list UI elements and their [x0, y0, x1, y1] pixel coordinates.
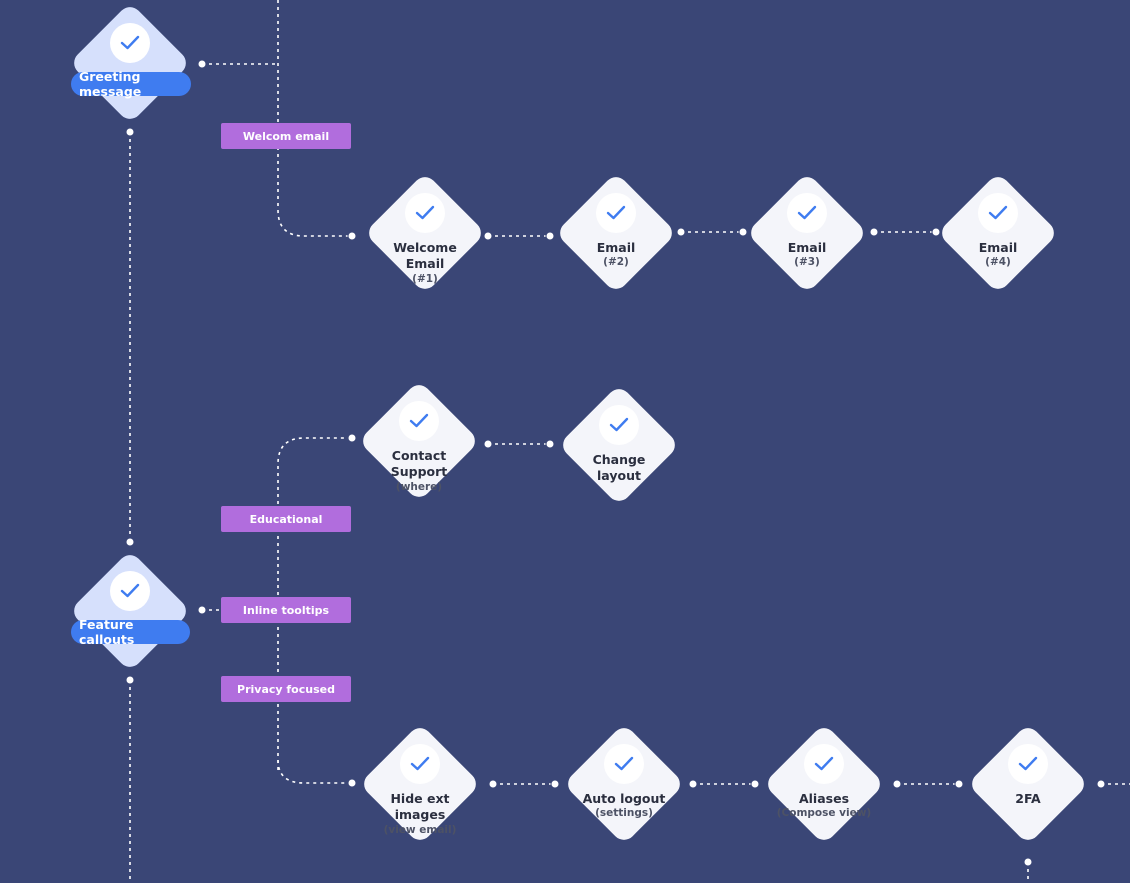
step-email-4[interactable]: Email (#4) [937, 172, 1059, 294]
step-label: Email [978, 240, 1018, 255]
greeting-node[interactable] [69, 2, 191, 124]
step-aliases[interactable]: Aliases (Compose view) [763, 723, 885, 845]
step-label: Aliases [798, 791, 850, 806]
step-label: Hide ext images [390, 791, 450, 822]
tag-inline-tooltips[interactable]: Inline tooltips [221, 597, 351, 623]
check-icon [110, 571, 150, 611]
step-label: Auto logout [582, 791, 666, 806]
check-icon [804, 744, 844, 784]
tag-educational[interactable]: Educational [221, 506, 351, 532]
feature-callouts-node[interactable] [69, 550, 191, 672]
check-icon [405, 193, 445, 233]
tag-privacy-focused[interactable]: Privacy focused [221, 676, 351, 702]
step-label: Contact Support [390, 448, 448, 479]
feature-callouts-pill: Feature callouts [71, 617, 190, 647]
step-sublabel: (#3) [794, 256, 820, 268]
step-sublabel: (where) [395, 481, 443, 493]
step-auto-logout[interactable]: Auto logout (settings) [563, 723, 685, 845]
check-icon [596, 193, 636, 233]
greeting-pill: Greeting message [71, 69, 191, 99]
check-icon [599, 405, 639, 445]
step-sublabel: (view email) [383, 824, 457, 836]
check-icon [400, 744, 440, 784]
step-change-layout[interactable]: Change layout [558, 384, 680, 506]
step-email-3[interactable]: Email (#3) [746, 172, 868, 294]
step-label: Welcome Email [393, 240, 457, 271]
tag-welcome-email[interactable]: Welcom email [221, 123, 351, 149]
step-email-2[interactable]: Email (#2) [555, 172, 677, 294]
step-sublabel: (Compose view) [776, 807, 872, 819]
check-icon [978, 193, 1018, 233]
step-sublabel: (settings) [595, 807, 653, 819]
step-label: 2FA [1015, 791, 1041, 806]
step-sublabel: (#1) [412, 273, 438, 285]
check-icon [110, 23, 150, 63]
check-icon [787, 193, 827, 233]
step-label: Email [596, 240, 636, 255]
step-sublabel: (#2) [603, 256, 629, 268]
step-2fa[interactable]: 2FA [967, 723, 1089, 845]
step-welcome-email[interactable]: Welcome Email (#1) [364, 172, 486, 294]
step-label: Email [787, 240, 827, 255]
check-icon [1008, 744, 1048, 784]
check-icon [604, 744, 644, 784]
step-sublabel: (#4) [985, 256, 1011, 268]
step-hide-ext-images[interactable]: Hide ext images (view email) [359, 723, 481, 845]
step-contact-support[interactable]: Contact Support (where) [358, 380, 480, 502]
check-icon [399, 401, 439, 441]
step-label: Change layout [592, 452, 646, 483]
